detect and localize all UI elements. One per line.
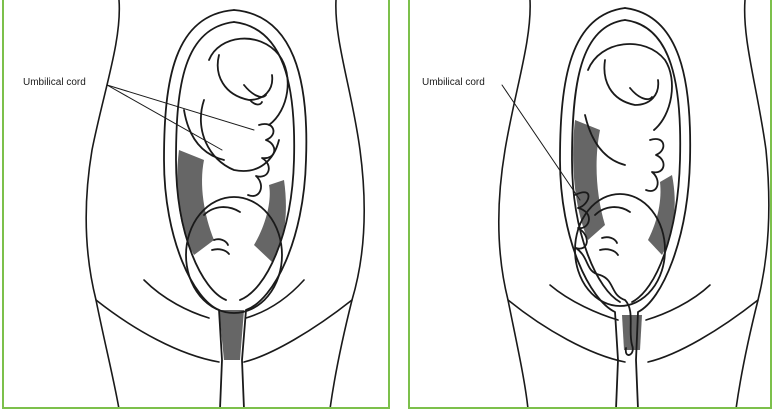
- body-outline-left: [86, 0, 119, 409]
- umbilical-cord-label-left: Umbilical cord: [23, 77, 86, 88]
- umbilical-cord-label-right: Umbilical cord: [422, 77, 485, 88]
- uterus-illustration-left: [4, 0, 390, 409]
- amniotic-shade-left: [177, 150, 214, 255]
- uterus-illustration-right: [410, 0, 772, 409]
- diagram-panel-left: Umbilical cord: [2, 0, 390, 409]
- body-outline-right: [330, 0, 364, 409]
- diagram-panel-right: Umbilical cord: [408, 0, 772, 409]
